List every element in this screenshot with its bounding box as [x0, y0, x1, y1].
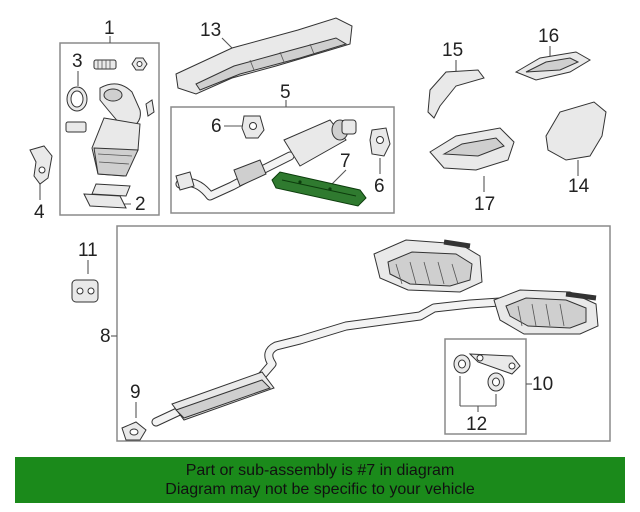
part-9-gasket — [121, 421, 147, 441]
part-5-front-pipe — [175, 119, 357, 201]
group-box-8 — [116, 225, 611, 442]
info-banner: Part or sub-assembly is #7 in diagram Di… — [15, 457, 625, 503]
callout-6a: 6 — [211, 116, 222, 137]
part-16-shield — [514, 51, 591, 81]
part-10-hanger — [468, 353, 521, 375]
catalytic-converter-part-1 — [65, 83, 155, 197]
part-12-isolators — [453, 354, 505, 392]
banner-line-1: Part or sub-assembly is #7 in diagram — [185, 462, 455, 479]
banner-line-2: Diagram may not be specific to your vehi… — [165, 481, 475, 498]
part-17-shield — [429, 127, 515, 171]
callout-1: 1 — [104, 18, 115, 39]
callout-11: 11 — [78, 240, 98, 261]
callout-13: 13 — [200, 20, 221, 41]
group-box-5 — [170, 106, 395, 214]
part-3-stud — [93, 57, 148, 71]
group-box-10 — [444, 338, 527, 435]
callout-4: 4 — [34, 202, 45, 223]
callout-12: 12 — [466, 414, 487, 435]
part-7-bracket-highlighted — [271, 171, 367, 207]
callout-8: 8 — [100, 326, 111, 347]
callout-7: 7 — [340, 151, 351, 172]
callout-2: 2 — [135, 194, 146, 215]
callout-6b: 6 — [374, 176, 385, 197]
callout-16: 16 — [538, 26, 559, 47]
part-14-shield — [545, 101, 607, 161]
callout-15: 15 — [442, 40, 463, 61]
callout-3: 3 — [72, 51, 83, 72]
callout-14: 14 — [568, 176, 590, 197]
callout-9: 9 — [130, 382, 141, 403]
part-4-bracket — [29, 145, 53, 185]
part-15-shield — [427, 69, 485, 119]
callout-10: 10 — [532, 374, 553, 395]
part-2-gasket — [83, 193, 127, 209]
part-13-heat-shield — [175, 17, 353, 95]
part-8-muffler-assembly — [151, 239, 599, 427]
callout-17: 17 — [474, 194, 495, 215]
part-11-isolator — [71, 279, 99, 303]
callout-5: 5 — [280, 82, 291, 103]
